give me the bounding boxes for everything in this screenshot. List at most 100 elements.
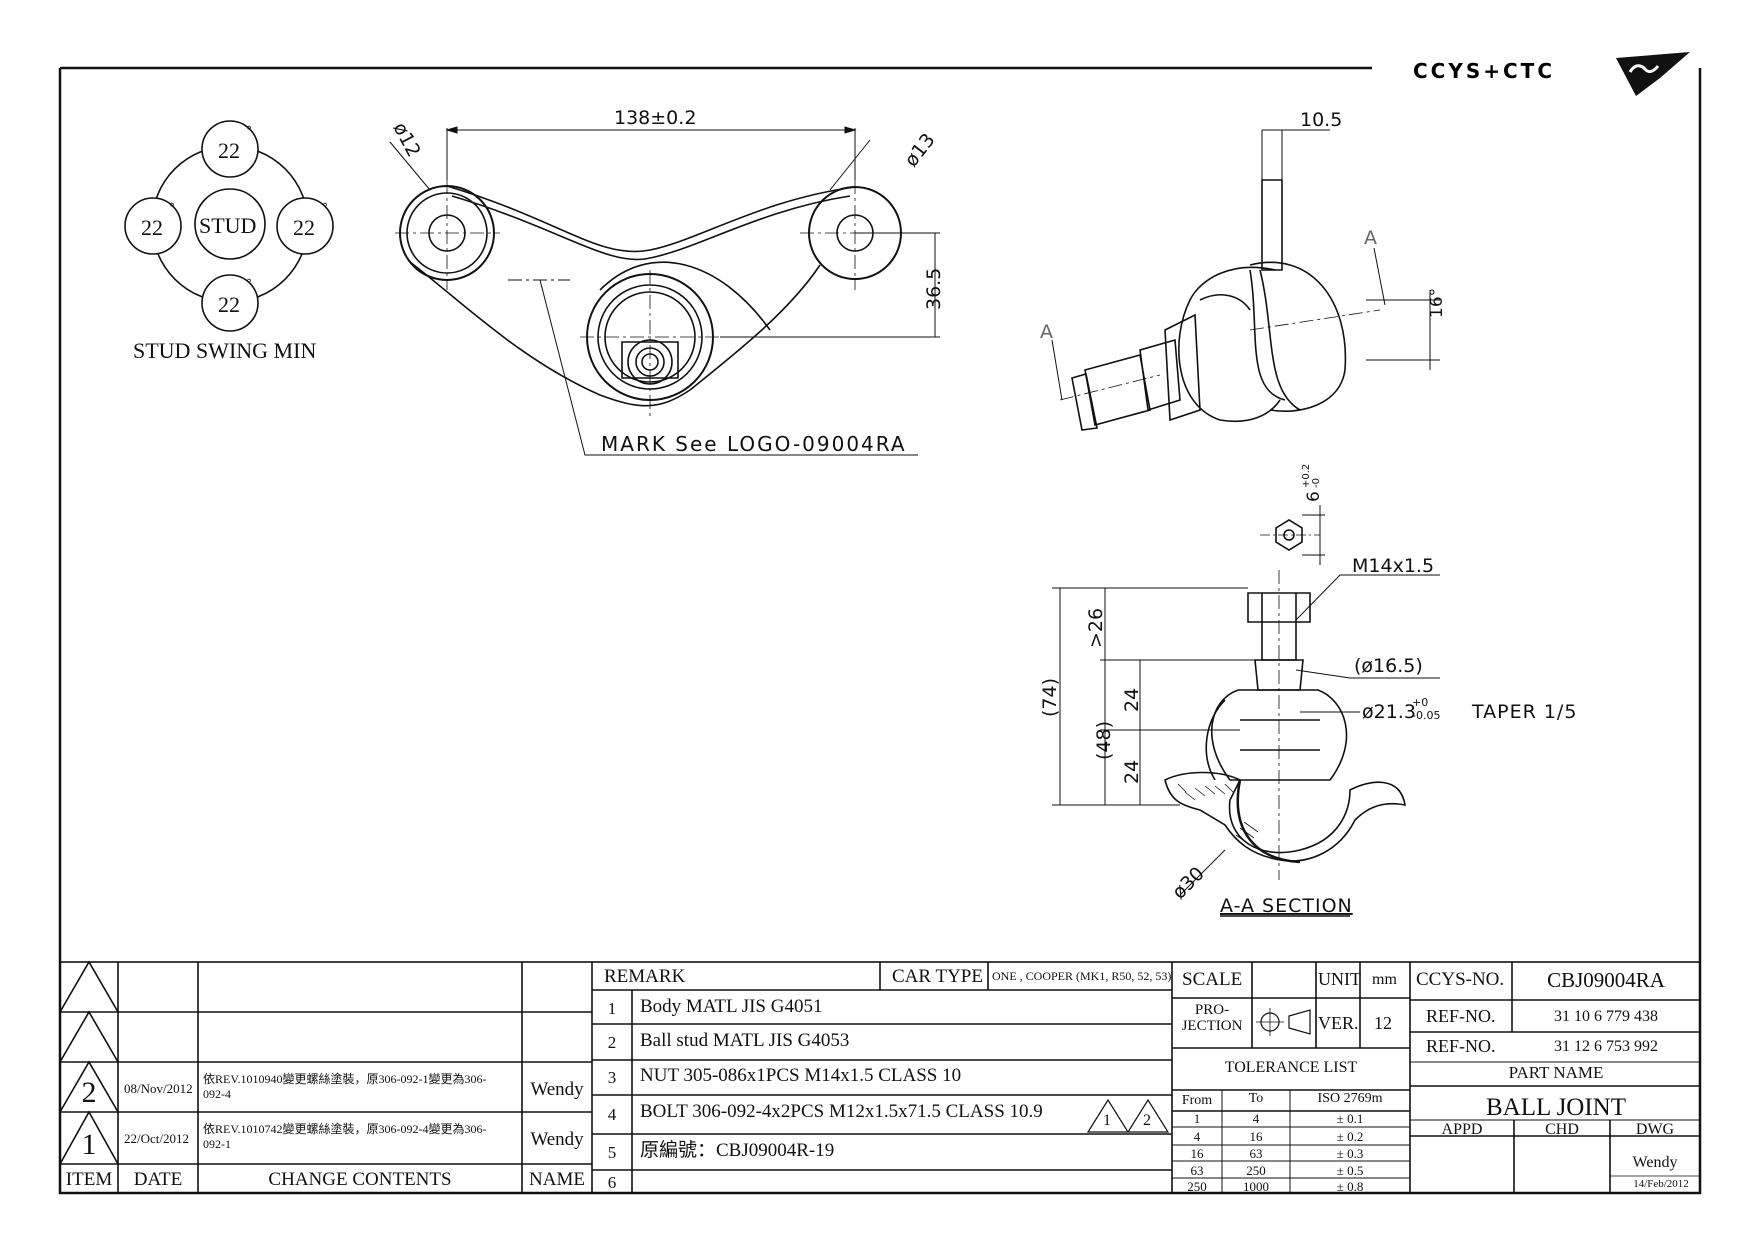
- tol-header-to: To: [1248, 1091, 1264, 1106]
- ccys-no-label: CCYS-NO.: [1416, 969, 1505, 990]
- tol-value-5: ± 0.8: [1336, 1179, 1364, 1194]
- hex-dim: 6: [1304, 491, 1324, 502]
- tolerance-title: TOLERANCE LIST: [1224, 1059, 1358, 1076]
- remark-text-5: 原編號：CBJ09004R-19: [640, 1140, 835, 1161]
- dim-right-hole: ø13: [900, 129, 939, 171]
- remark-no-2: 2: [607, 1033, 617, 1052]
- side-view-dimensions: [1051, 129, 1440, 401]
- car-type-label: CAR TYPE: [892, 966, 983, 987]
- hex-tol-upper: +0.2: [1301, 464, 1312, 488]
- dwg-date: 14/Feb/2012: [1633, 1178, 1689, 1190]
- chd-label: CHD: [1545, 1121, 1579, 1138]
- remark-no-5: 5: [607, 1143, 617, 1162]
- side-angle: 16°: [1427, 288, 1447, 318]
- dim-length: 138±0.2: [614, 107, 696, 129]
- appd-label: APPD: [1441, 1121, 1483, 1138]
- remark-text-4: BOLT 306-092-4x2PCS M12x1.5x71.5 CLASS 1…: [640, 1101, 1043, 1122]
- ref-no-label-1: REF-NO.: [1426, 1006, 1496, 1026]
- thread-dim: M14x1.5: [1352, 555, 1434, 577]
- tol-to-1: 4: [1252, 1111, 1260, 1126]
- side-dim-top: 10.5: [1300, 109, 1342, 131]
- degree-mark-left: °: [169, 201, 175, 215]
- taper-tol-upper: +0: [1412, 696, 1428, 709]
- tol-header-iso: ISO 2769m: [1317, 1091, 1383, 1106]
- dim-30: ø30: [1168, 863, 1209, 904]
- part-name-label: PART NAME: [1508, 1063, 1604, 1082]
- hex-tol-lower: -0: [1311, 478, 1322, 488]
- rev-contents-1: 依REV.1010742變更螺絲塗裝，原306-092-4變更為306-092-…: [203, 1122, 487, 1151]
- degree-mark-bottom: °: [246, 277, 252, 291]
- unit-label: UNIT: [1318, 969, 1361, 989]
- tol-from-2: 4: [1193, 1129, 1201, 1144]
- dim-offset: 36.5: [923, 268, 945, 310]
- dim-74: (74): [1039, 678, 1061, 717]
- dim-16-5: (ø16.5): [1354, 655, 1423, 677]
- tol-value-2: ± 0.2: [1336, 1129, 1364, 1144]
- tol-value-1: ± 0.1: [1336, 1111, 1364, 1126]
- ver-label: VER.: [1318, 1013, 1359, 1033]
- tol-value-4: ± 0.5: [1336, 1163, 1364, 1178]
- section-letter-left: A: [1040, 321, 1053, 343]
- title-block-grid: [59, 960, 1701, 1194]
- ref-no-2: 31 12 6 753 992: [1554, 1038, 1658, 1055]
- tol-to-3: 63: [1249, 1146, 1263, 1161]
- section-view: [1164, 505, 1406, 880]
- degree-mark-top: °: [246, 124, 252, 138]
- degree-mark-right: °: [322, 201, 328, 215]
- ver-value: 12: [1374, 1013, 1392, 1033]
- remark-text-2: Ball stud MATL JIS G4053: [640, 1030, 850, 1051]
- tol-to-4: 250: [1246, 1163, 1266, 1178]
- tol-to-5: 1000: [1243, 1179, 1269, 1194]
- taper-note: TAPER 1/5: [1471, 701, 1577, 723]
- car-type-value: ONE , COOPER (MK1, R50, 52, 53): [992, 969, 1172, 983]
- brand-logo: CCYS+CTC: [1413, 52, 1690, 96]
- remark-text-3: NUT 305-086x1PCS M14x1.5 CLASS 10: [640, 1065, 962, 1086]
- ref-no-label-2: REF-NO.: [1426, 1036, 1496, 1056]
- tol-to-2: 16: [1249, 1129, 1263, 1144]
- stud-label: STUD: [199, 213, 256, 238]
- dwg-name: Wendy: [1632, 1154, 1678, 1171]
- ccys-no-value: CBJ09004RA: [1547, 968, 1665, 992]
- stud-swing-diagram: [124, 120, 334, 332]
- section-view-dimensions: [1052, 574, 1440, 896]
- remark-no-3: 3: [607, 1068, 617, 1087]
- mark-note: MARK See LOGO-09004RA: [601, 432, 907, 456]
- dim-48: (48): [1093, 721, 1115, 760]
- header-contents: CHANGE CONTENTS: [268, 1169, 452, 1190]
- top-view-arm: [395, 180, 910, 420]
- tol-from-5: 250: [1187, 1179, 1207, 1194]
- header-date: DATE: [133, 1169, 183, 1190]
- tol-from-1: 1: [1193, 1111, 1201, 1126]
- scale-label: SCALE: [1182, 969, 1243, 990]
- remark-no-6: 6: [607, 1173, 617, 1192]
- tol-from-4: 63: [1190, 1163, 1204, 1178]
- rev-date-2: 08/Nov/2012: [124, 1081, 193, 1096]
- swing-angle-right: 22: [293, 215, 315, 240]
- side-view-balljoint: [1059, 179, 1381, 431]
- ref-no-1: 31 10 6 779 438: [1554, 1008, 1658, 1025]
- rev-item-2: 2: [81, 1076, 97, 1109]
- remark-header: REMARK: [604, 966, 686, 987]
- unit-value: mm: [1372, 971, 1397, 988]
- dim-left-hole: ø12: [389, 119, 425, 161]
- swing-angle-top: 22: [218, 138, 240, 163]
- dim-24-upper: 24: [1121, 688, 1143, 712]
- rev-item-1: 1: [81, 1128, 97, 1161]
- remark-rev-mark-1: 1: [1103, 1112, 1111, 1129]
- taper-tol-lower: -0.05: [1412, 709, 1440, 722]
- remark-text-1: Body MATL JIS G4051: [640, 996, 823, 1017]
- remark-rev-mark-2: 2: [1143, 1112, 1151, 1129]
- tol-value-3: ± 0.3: [1336, 1146, 1364, 1161]
- header-name: NAME: [529, 1169, 585, 1190]
- projection-label-2: JECTION: [1181, 1018, 1243, 1034]
- dim-24-lower: 24: [1121, 760, 1143, 784]
- section-letter-right: A: [1364, 227, 1377, 249]
- remark-no-4: 4: [607, 1105, 617, 1124]
- stud-swing-caption: STUD SWING MIN: [133, 338, 316, 363]
- section-title: A-A SECTION: [1220, 895, 1353, 917]
- top-view-dimensions: [389, 126, 940, 456]
- tol-from-3: 16: [1190, 1146, 1204, 1161]
- tol-header-from: From: [1181, 1093, 1213, 1108]
- taper-dia: ø21.3: [1362, 701, 1416, 723]
